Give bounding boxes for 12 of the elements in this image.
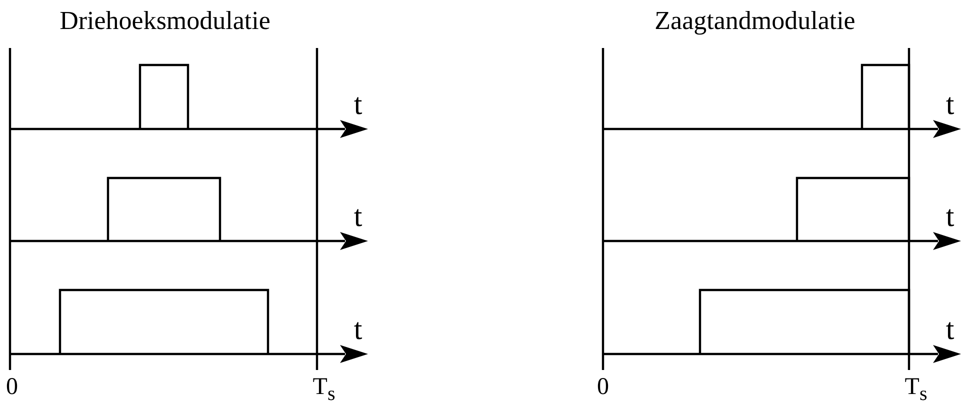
tick-label: 0 bbox=[6, 375, 18, 399]
axis-label: t bbox=[946, 202, 954, 232]
tick-label: T$_{s}$ bbox=[312, 375, 336, 404]
axis-label: t bbox=[946, 90, 954, 120]
axis-label: t bbox=[354, 315, 362, 345]
tick-label: 0 bbox=[597, 375, 609, 399]
axis-label: t bbox=[354, 90, 362, 120]
tick-label: T$_{s}$ bbox=[904, 375, 928, 404]
axis-label: t bbox=[354, 202, 362, 232]
panel-title: Driehoeksmodulatie bbox=[60, 8, 270, 34]
axis-label: t bbox=[946, 315, 954, 345]
panel-title: Zaagtandmodulatie bbox=[654, 8, 856, 34]
